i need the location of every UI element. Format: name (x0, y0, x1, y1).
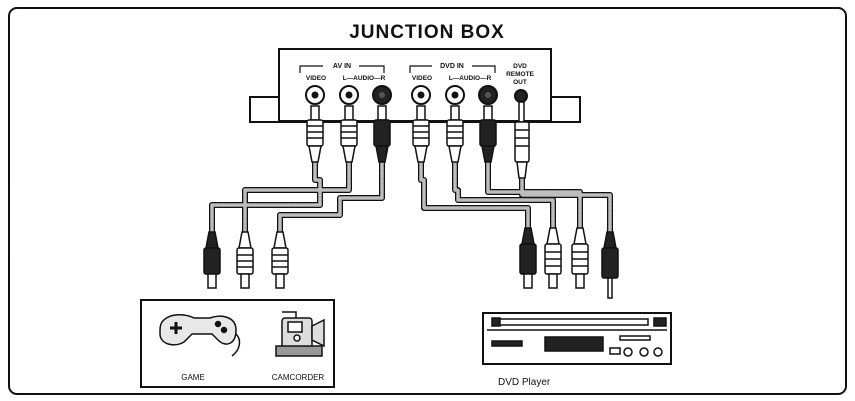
game-controller-icon (159, 314, 241, 357)
dvd-knob-2 (639, 347, 649, 357)
dvd-player-plug-l (544, 227, 562, 289)
dvd-in-audio-label: L—AUDIO—R (449, 75, 492, 82)
svg-text:REMOTE: REMOTE (506, 71, 534, 78)
dvd-in-label: DVD IN (440, 63, 464, 70)
av-source-plug-r (203, 231, 221, 289)
dvd-audio-r-plug (479, 105, 497, 163)
av-source-panel: GAME CAMCORDER (140, 299, 335, 388)
dvd-player-plug-video (571, 227, 589, 289)
svg-text:OUT: OUT (513, 79, 527, 86)
dvd-player-plug-r (519, 227, 537, 289)
dvd-player-label: DVD Player (498, 377, 551, 388)
dvd-disc-tray (491, 317, 501, 327)
av-in-video-jack (305, 85, 325, 105)
dvd-in-group: DVD IN VIDEO L—AUDIO—R (409, 60, 496, 82)
camcorder-icon (275, 311, 325, 357)
dvd-knob-3 (653, 347, 663, 357)
dvd-in-video-jack (411, 85, 431, 105)
av-in-group: AV IN VIDEO L—AUDIO—R (299, 60, 386, 82)
dvd-knob-1 (623, 347, 633, 357)
diagram-title: JUNCTION BOX (349, 22, 505, 43)
dvd-in-audio-r-jack (478, 85, 498, 105)
av-video-plug (306, 105, 324, 163)
remote-out-label: DVD REMOTE OUT (506, 63, 534, 86)
camcorder-label: CAMCORDER (272, 373, 325, 382)
dvd-in-video-label: VIDEO (412, 75, 432, 82)
av-audio-r-plug (373, 105, 391, 163)
upper-plugs (306, 101, 530, 179)
game-label: GAME (181, 373, 205, 382)
av-in-audio-r-jack (372, 85, 392, 105)
junction-box-body (278, 48, 552, 122)
av-source-plug-video (271, 231, 289, 289)
av-in-label: AV IN (333, 63, 351, 70)
dvd-video-plug (412, 105, 430, 163)
dvd-player (482, 312, 672, 365)
diagram-frame (8, 7, 847, 395)
remote-mini-plug (514, 101, 530, 179)
dvd-display (544, 336, 604, 352)
av-in-audio-l-jack (339, 85, 359, 105)
dvd-player-plugs (519, 227, 619, 299)
dvd-player-remote-plug (601, 231, 619, 299)
remote-out-jack (514, 89, 528, 103)
av-in-audio-label: L—AUDIO—R (343, 75, 386, 82)
av-source-plugs (203, 231, 289, 289)
av-in-video-label: VIDEO (306, 75, 326, 82)
junction-box: AV IN VIDEO L—AUDIO—R DVD IN VIDEO L—AUD… (249, 48, 581, 123)
dvd-audio-l-plug (446, 105, 464, 163)
av-audio-l-plug (340, 105, 358, 163)
svg-text:DVD: DVD (513, 63, 527, 70)
cable-bundle (209, 159, 613, 235)
dvd-in-audio-l-jack (445, 85, 465, 105)
av-source-plug-l (236, 231, 254, 289)
